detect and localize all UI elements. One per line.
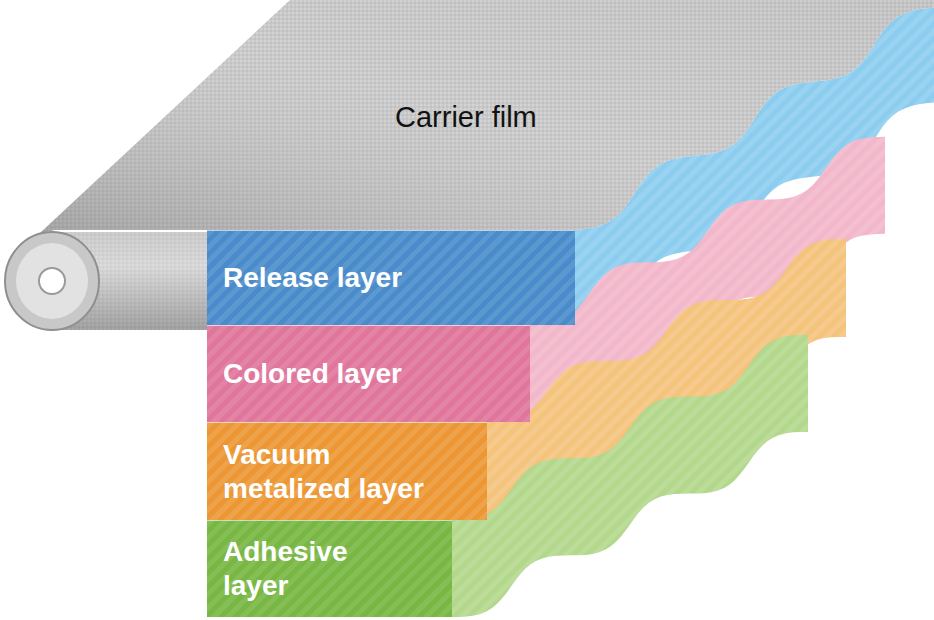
layer-box: Vacuum metalized layer	[207, 422, 487, 520]
carrier-film-sheet	[40, 0, 934, 233]
roll-core	[39, 268, 65, 294]
layer-box: Colored layer	[207, 325, 530, 422]
layer-box: Adhesive layer	[207, 520, 452, 617]
layer-label: Colored layer	[223, 357, 402, 391]
carrier-film-shading	[40, 0, 934, 233]
roll-end	[5, 232, 99, 330]
carrier-film-label-area: Carrier film	[395, 100, 619, 135]
layer-box: Release layer	[207, 230, 575, 325]
layer-label: Adhesive layer	[223, 535, 373, 602]
layer-label: Release layer	[223, 261, 402, 295]
roll-end-inner	[16, 243, 88, 319]
layer-label: Vacuum metalized layer	[223, 438, 463, 505]
film-label: Carrier film	[395, 100, 619, 135]
